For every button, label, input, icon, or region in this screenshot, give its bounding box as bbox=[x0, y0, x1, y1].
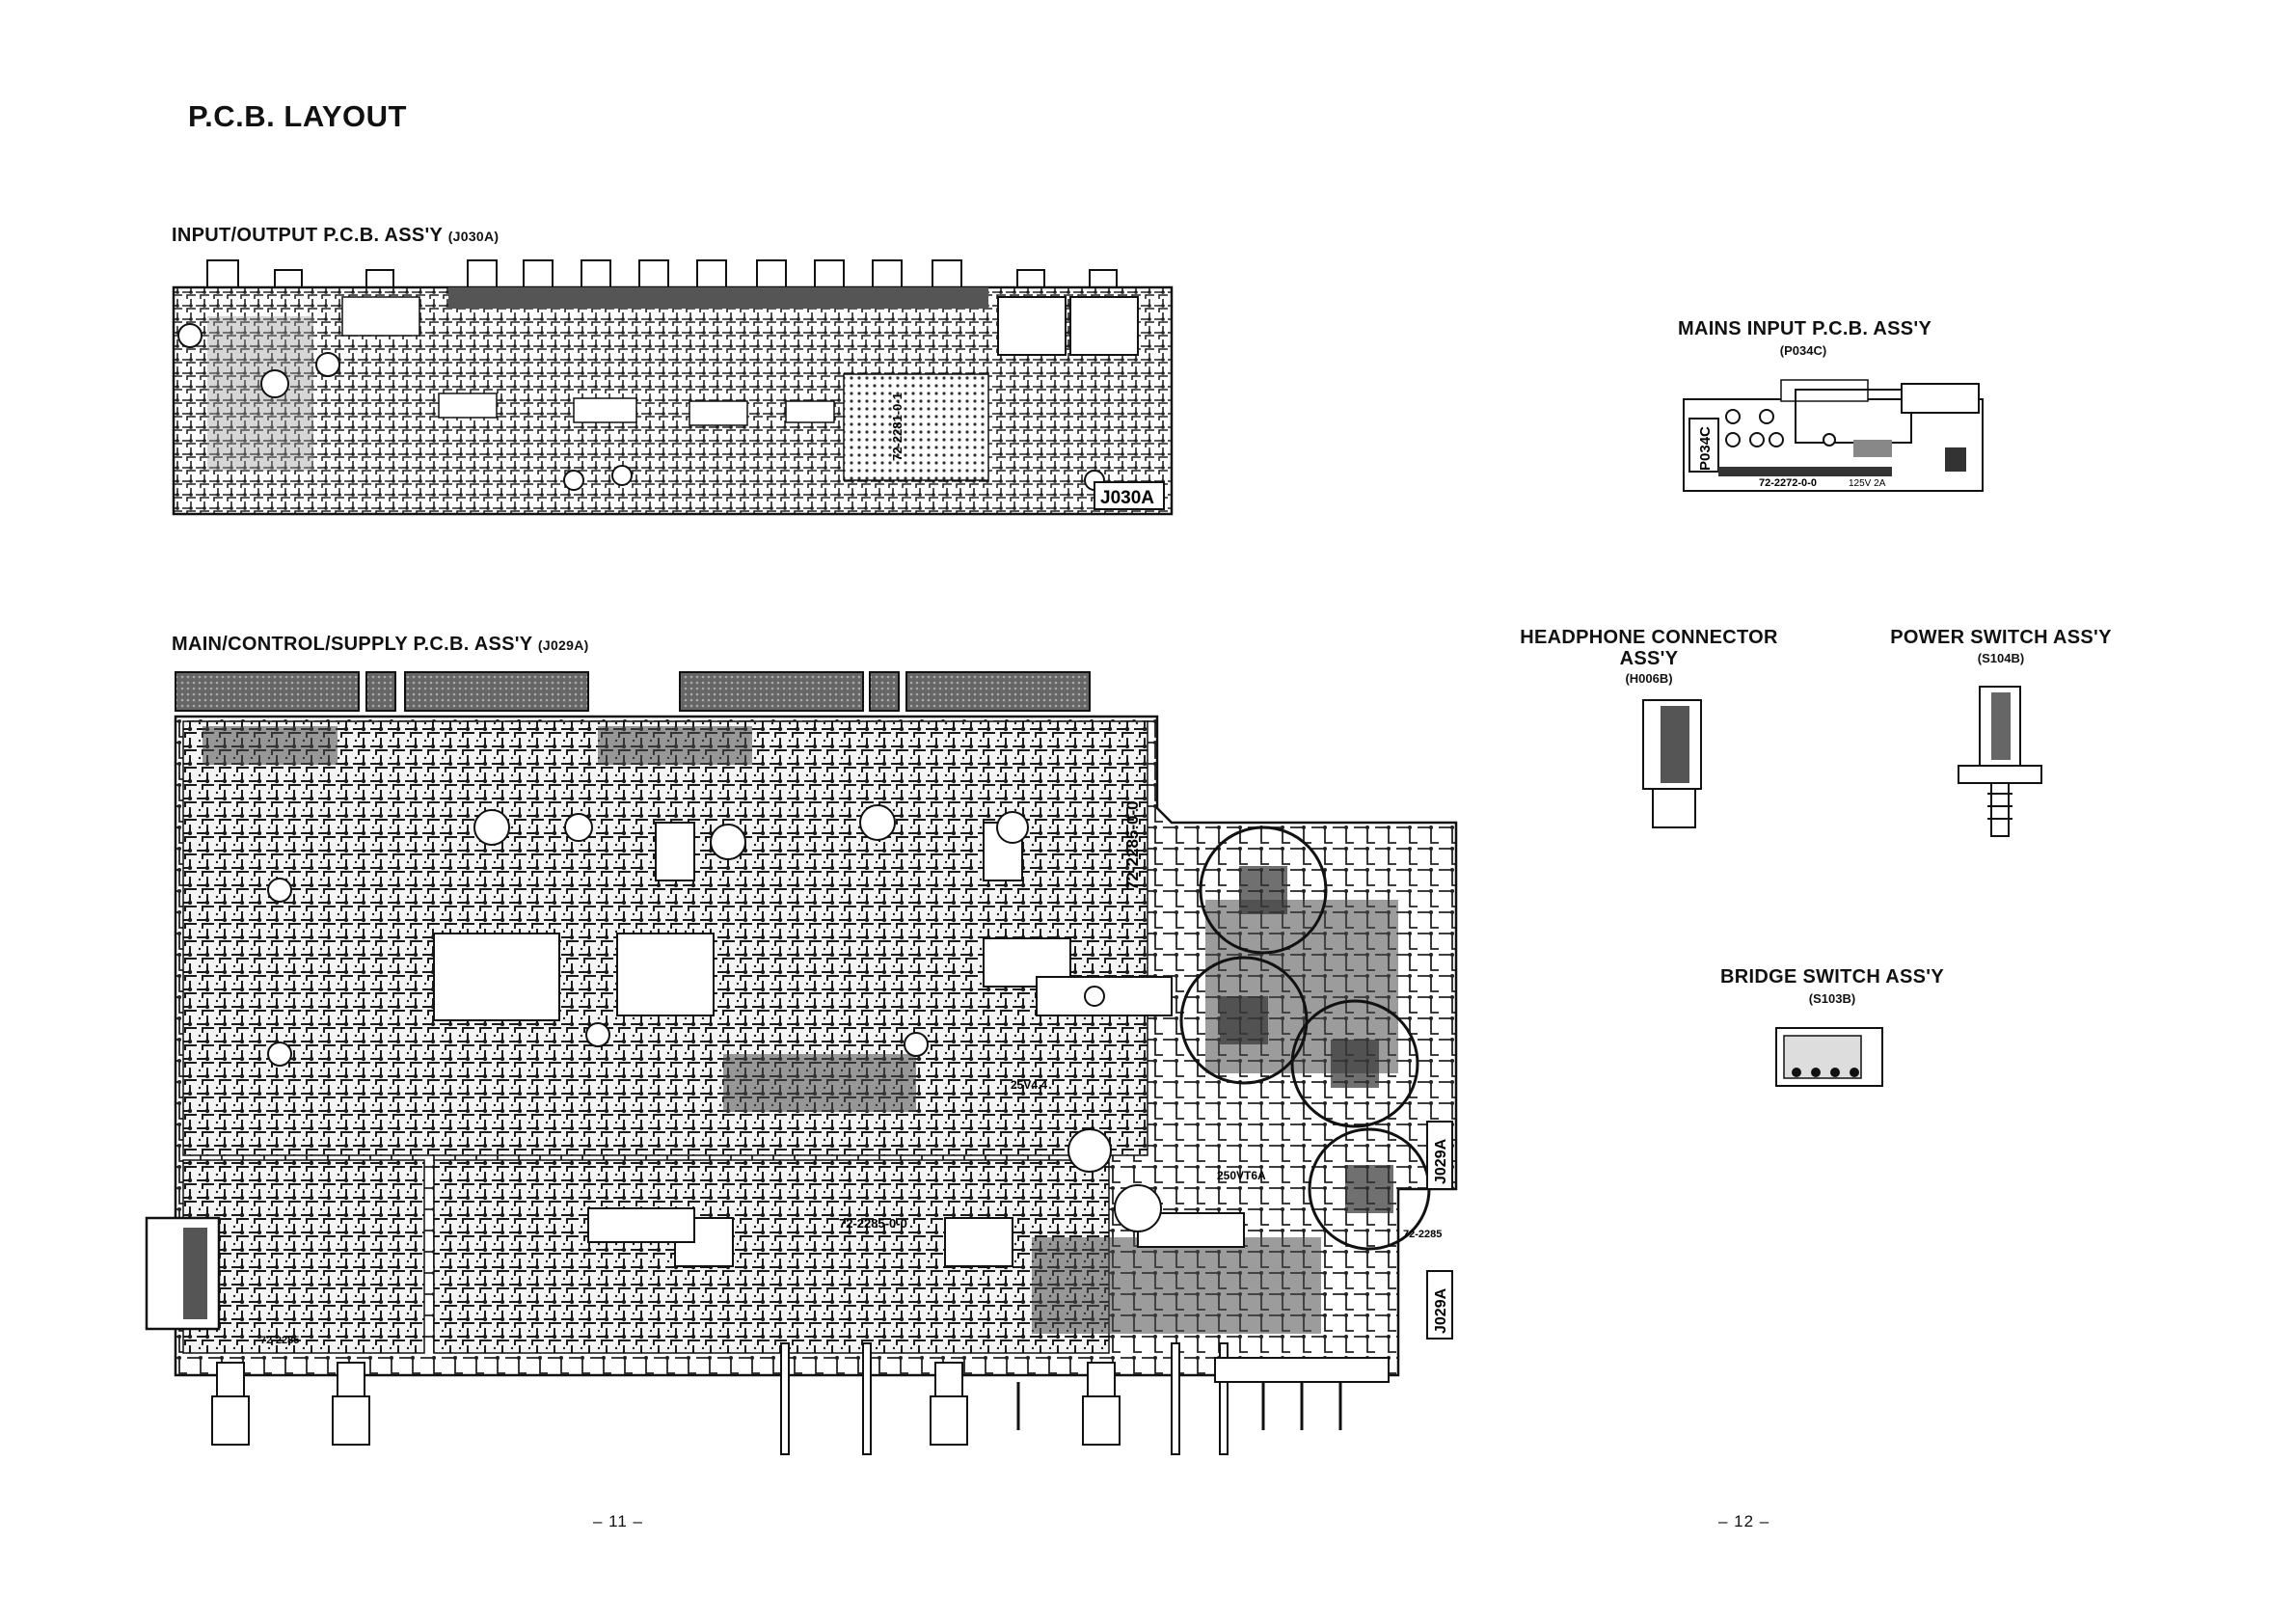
mains-input-board-label: P034C bbox=[1697, 426, 1714, 471]
bridge-switch-title: BRIDGE SWITCH ASS'Y bbox=[1720, 966, 1944, 988]
page-number-left: – 11 – bbox=[593, 1512, 644, 1530]
page-title: P.C.B. LAYOUT bbox=[188, 99, 407, 133]
bridge-switch-code: (S103B) bbox=[1808, 991, 1856, 1006]
main-board-code: (J029A) bbox=[537, 637, 589, 653]
main-fuse-label: 250VT6A bbox=[1217, 1169, 1266, 1182]
input-output-part-number: 72-2281-0-1 bbox=[890, 392, 905, 461]
input-output-board-code: (J030A) bbox=[447, 229, 500, 244]
jack-connectors bbox=[206, 259, 1118, 290]
main-board-label-b: J029A bbox=[1433, 1287, 1449, 1334]
mains-input-rating: 125V 2A bbox=[1849, 478, 1886, 489]
main-cap-label: 25V4.4 bbox=[1011, 1078, 1047, 1092]
mains-input-board-code: (P034C) bbox=[1779, 343, 1827, 358]
main-board-title: MAIN/CONTROL/SUPPLY P.C.B. ASS'Y (J029A) bbox=[172, 634, 589, 656]
power-switch-code: (S104B) bbox=[1977, 651, 2025, 665]
main-control-supply-pcb-diagram: 72-2285-0-0 72-2285-0-0 72-2285 72-2285 … bbox=[145, 671, 1458, 1455]
main-part-number-a: 72-2285-0-0 bbox=[1123, 800, 1142, 890]
main-part-number-b: 72-2285-0-0 bbox=[839, 1216, 907, 1231]
mains-input-pcb-diagram: P034C 72-2272-0-0 125V 2A bbox=[1683, 379, 1984, 492]
main-part-number-c: 72-2285 bbox=[1403, 1229, 1442, 1240]
input-output-board-label: J030A bbox=[1100, 488, 1154, 508]
headphone-assy-title-line1: HEADPHONE CONNECTOR bbox=[1520, 627, 1778, 648]
headphone-assy-title: HEADPHONE CONNECTOR ASS'Y bbox=[1514, 627, 1784, 669]
bridge-switch-diagram bbox=[1775, 1027, 1883, 1087]
power-switch-title: POWER SWITCH ASS'Y bbox=[1890, 627, 2112, 648]
main-part-number-d: 72-2285 bbox=[260, 1335, 299, 1346]
headphone-assy-title-line2: ASS'Y bbox=[1619, 648, 1679, 669]
headphone-connector-diagram bbox=[1642, 699, 1702, 828]
input-output-board-title: INPUT/OUTPUT P.C.B. ASS'Y (J030A) bbox=[172, 225, 499, 247]
page-number-right: – 12 – bbox=[1718, 1512, 1770, 1530]
main-board-title-text: MAIN/CONTROL/SUPPLY P.C.B. ASS'Y bbox=[172, 634, 533, 655]
headphone-assy-code: (H006B) bbox=[1625, 671, 1673, 686]
main-board-label-a: J029A bbox=[1433, 1138, 1449, 1184]
input-output-board-title-text: INPUT/OUTPUT P.C.B. ASS'Y bbox=[172, 225, 443, 246]
input-output-pcb-diagram: 72-2281-0-1 J030A bbox=[172, 259, 1174, 516]
power-switch-diagram bbox=[1958, 686, 2042, 837]
mains-input-part-number: 72-2272-0-0 bbox=[1759, 477, 1817, 489]
mains-input-board-title: MAINS INPUT P.C.B. ASS'Y bbox=[1678, 318, 1932, 339]
